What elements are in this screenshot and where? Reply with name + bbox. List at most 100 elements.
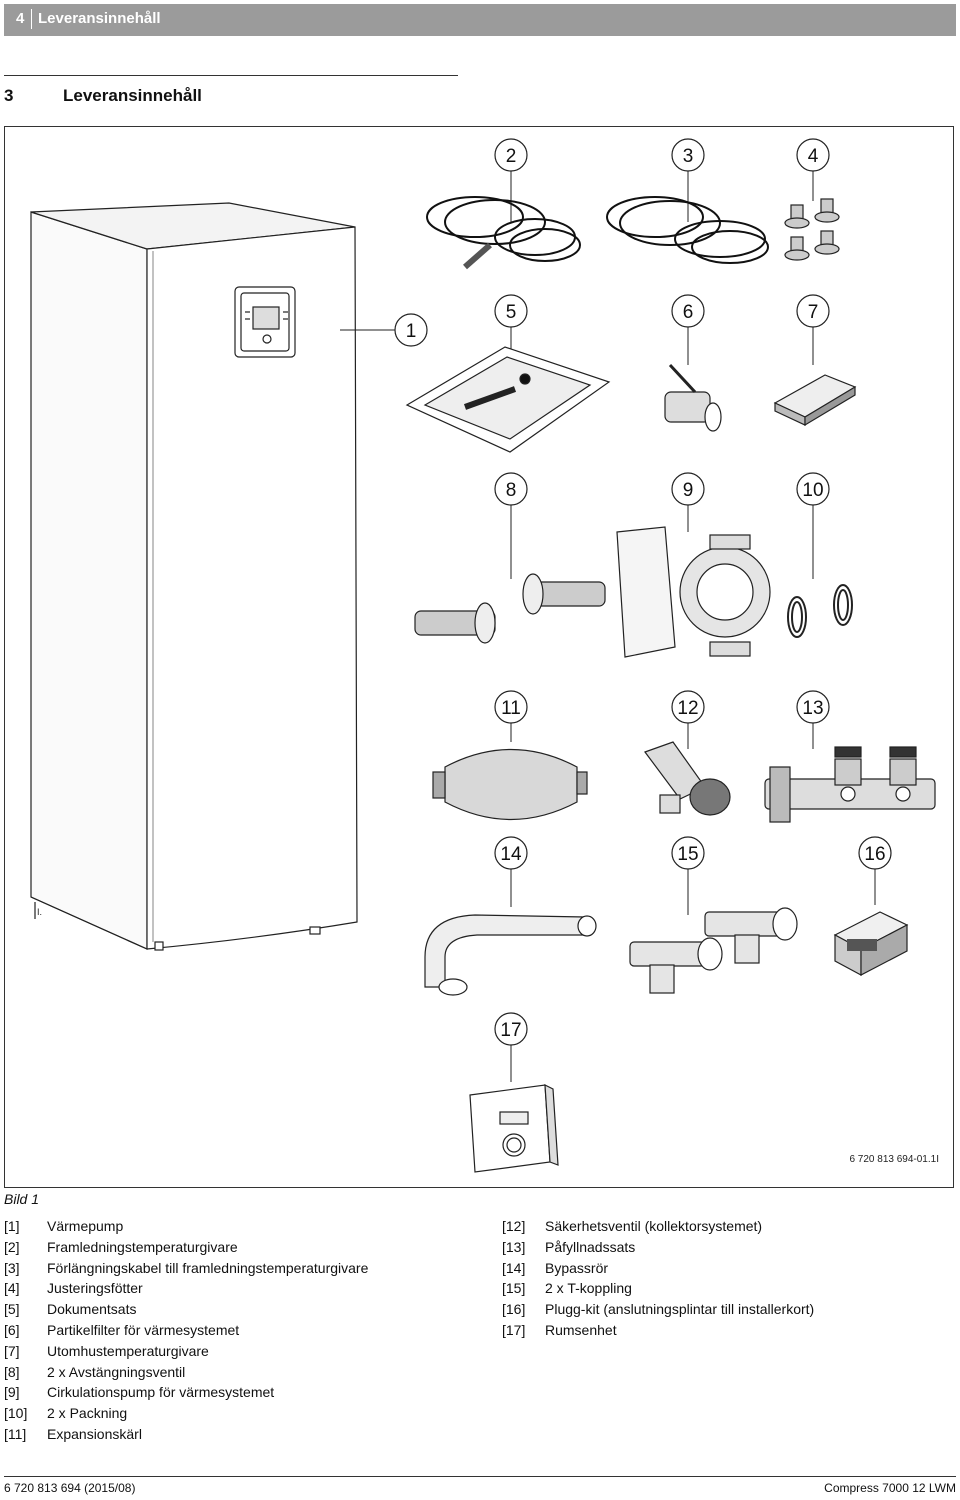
room-unit-illustration (469, 1083, 559, 1173)
circulation-pump-illustration (616, 526, 771, 658)
legend-text: 2 x Packning (47, 1405, 128, 1422)
footer-rule (4, 1476, 956, 1477)
legend-key: [17] (502, 1321, 526, 1338)
legend-item: [6] Partikelfilter för värmesystemet (4, 1320, 368, 1341)
legend-key: [3] (4, 1259, 20, 1276)
legend-item: [17] Rumsenhet (502, 1320, 814, 1341)
legend-key: [9] (4, 1384, 20, 1401)
legend-key: [6] (4, 1321, 20, 1338)
legend-item: [8] 2 x Avstängningsventil (4, 1362, 368, 1383)
legend-key: [15] (502, 1280, 526, 1297)
legend-text: Framledningstemperaturgivare (47, 1238, 238, 1255)
figure-code: 6 720 813 694-01.1I (849, 1154, 939, 1165)
legend-key: [7] (4, 1342, 20, 1359)
legend-text: Partikelfilter för värmesystemet (47, 1321, 240, 1338)
legend-text: Rumsenhet (545, 1321, 617, 1338)
legend-key: [5] (4, 1301, 20, 1318)
extension-cable-illustration (606, 196, 769, 264)
legend-key: [1] (4, 1218, 20, 1234)
legend-text: Utomhustemperaturgivare (47, 1342, 209, 1359)
legend-text: Säkerhetsventil (kollektorsystemet) (545, 1218, 763, 1234)
footer-product-name: Compress 7000 12 LWM (824, 1481, 956, 1495)
svg-text:I.: I. (37, 907, 42, 917)
legend-text: Justeringsfötter (47, 1280, 143, 1297)
legend-item: [11] Expansionskärl (4, 1424, 368, 1445)
legend-key: [8] (4, 1363, 20, 1380)
legend-key: [10] (4, 1405, 28, 1422)
callout-1: 1 (406, 321, 417, 342)
footer-document-number: 6 720 813 694 (2015/08) (4, 1481, 136, 1495)
callout-13: 13 (802, 698, 823, 719)
legend-text: 2 x Avstängningsventil (47, 1363, 186, 1380)
legend-item: [10] 2 x Packning (4, 1403, 368, 1424)
legend-key: [4] (4, 1280, 20, 1297)
legend-item: [2] Framledningstemperaturgivare (4, 1237, 368, 1258)
callout-17: 17 (500, 1020, 521, 1041)
gasket-illustration (787, 584, 853, 638)
callout-15: 15 (677, 844, 698, 865)
figure-illustration: I. (30, 138, 936, 1173)
heat-pump-illustration: I. (30, 202, 358, 951)
legend-item: [16] Plugg-kit (anslutningsplintar till i… (502, 1299, 814, 1320)
section-title: Leveransinnehåll (63, 86, 202, 105)
callout-10: 10 (802, 480, 823, 501)
section-number: 3 (4, 86, 14, 105)
legend-key: [12] (502, 1218, 526, 1234)
legend-left: [1] Värmepump [2] Framledningstemperaturgiv… (4, 1216, 368, 1445)
page-number: 4 (16, 10, 25, 27)
legend-item: [7] Utomhustemperaturgivare (4, 1341, 368, 1362)
adjustable-feet-illustration (784, 198, 840, 261)
legend-item: [12] Säkerhetsventil (kollektorsystemet) (502, 1216, 814, 1237)
particle-filter-illustration (664, 363, 722, 432)
legend-item: [14]Bypassrör (502, 1258, 814, 1279)
header-separator (31, 9, 32, 29)
plug-kit-illustration (833, 911, 909, 977)
section-rule (4, 75, 458, 76)
callout-9: 9 (683, 480, 694, 501)
legend-key: [2] (4, 1238, 20, 1255)
legend-text: Dokumentsats (47, 1301, 137, 1318)
callout-4: 4 (808, 146, 819, 167)
legend-text: Värmepump (47, 1218, 124, 1234)
legend-text: Expansionskärl (47, 1425, 142, 1442)
shutoff-valve-illustration (414, 573, 606, 644)
callout-7: 7 (808, 302, 819, 323)
legend-text: Förlängningskabel till framledningstempe… (47, 1259, 369, 1276)
callout-11: 11 (501, 698, 521, 719)
figure-caption: Bild 1 (4, 1191, 40, 1207)
legend-key: [14] (502, 1259, 526, 1276)
callout-12: 12 (677, 698, 698, 719)
legend-text: Plugg-kit (anslutningsplintar till insta… (545, 1301, 815, 1318)
legend-item: [3] Förlängningskabel till framledningste… (4, 1258, 368, 1279)
legend-item: [13] Påfyllnadssats (502, 1237, 814, 1258)
legend-item: [15] 2 x T-koppling (502, 1278, 814, 1299)
sensor-cable-illustration (426, 196, 581, 270)
callout-8: 8 (506, 480, 517, 501)
header-title: Leveransinnehåll (38, 10, 161, 27)
legend-text: Cirkulationspump för värmesystemet (47, 1384, 275, 1401)
callout-labels: 1 2 3 4 5 6 7 8 9 10 11 12 13 14 15 16 1… (406, 146, 886, 1041)
outdoor-sensor-illustration (773, 374, 857, 427)
callout-markers (394, 138, 892, 1046)
callout-3: 3 (683, 146, 694, 167)
bypass-pipe-illustration (424, 914, 597, 996)
legend-item: [9] Cirkulationspump för värmesystemet (4, 1382, 368, 1403)
legend-text: Påfyllnadssats (545, 1238, 636, 1255)
safety-valve-illustration (644, 741, 731, 816)
legend-text: 2 x T-koppling (545, 1280, 632, 1297)
document-kit-illustration (405, 346, 611, 453)
callout-2: 2 (506, 146, 517, 167)
callout-6: 6 (683, 302, 694, 323)
legend-key: [16] (502, 1301, 526, 1318)
legend-key: [13] (502, 1238, 526, 1255)
legend-item: [4] Justeringsfötter (4, 1278, 368, 1299)
legend-item: [1] Värmepump (4, 1216, 368, 1237)
callout-lines (340, 171, 876, 1082)
callout-14: 14 (500, 844, 522, 865)
legend-key: [11] (4, 1425, 27, 1442)
t-coupling-illustration (629, 907, 798, 994)
legend-right: [12]Säkerhetsventil (kollektorsystemet)[… (502, 1216, 814, 1341)
page-header-bar: 4 Leveransinnehåll (4, 4, 956, 36)
delivery-contents-figure: I. (4, 126, 954, 1188)
legend-item: [5] Dokumentsats (4, 1299, 368, 1320)
